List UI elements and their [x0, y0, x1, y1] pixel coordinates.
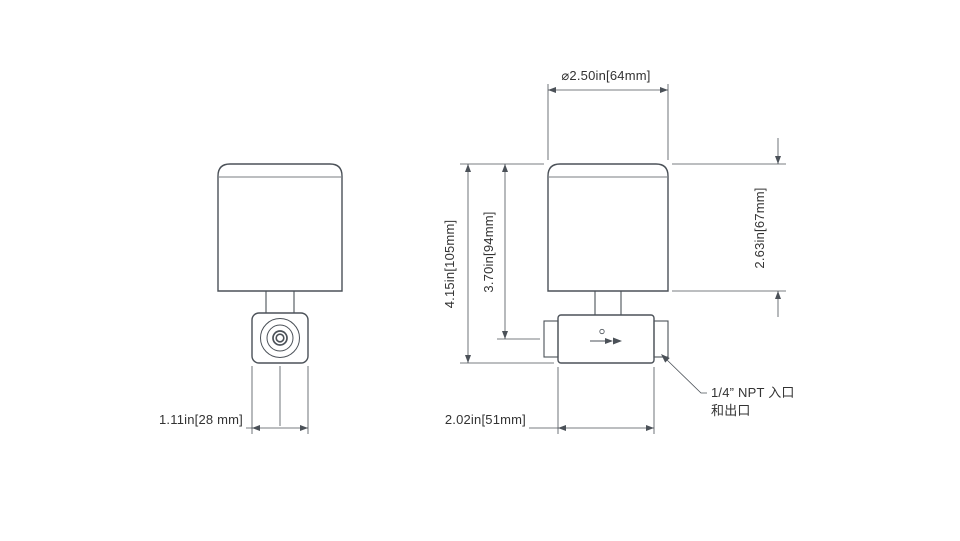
arrowhead: [660, 87, 668, 93]
leader-line: [665, 358, 707, 394]
dimension-total-height: 4.15in[105mm]: [442, 163, 554, 364]
port-outer-circle: [260, 318, 300, 358]
dimension-cap-height: 2.63in[67mm]: [672, 138, 786, 317]
dimension-front-width: 1.11in[28 mm]: [159, 366, 309, 434]
flow-arrow-head-icon: [605, 338, 613, 344]
valve-front-body: [251, 312, 309, 364]
valve-end-fitting-left: [543, 320, 559, 358]
dimension-height-to-center: 3.70in[94mm]: [481, 164, 540, 340]
dimension-label-height-to-center: 3.70in[94mm]: [481, 211, 496, 292]
arrowhead: [775, 291, 781, 299]
dimension-label-cap-height: 2.63in[67mm]: [752, 187, 767, 268]
port-inner-circle: [272, 330, 288, 346]
arrowhead: [300, 425, 308, 431]
arrowhead: [646, 425, 654, 431]
actuator-cap-outline: [217, 163, 343, 292]
arrowhead: [558, 425, 566, 431]
dimension-valve-width: 2.02in[51mm]: [445, 367, 655, 434]
arrowhead: [548, 87, 556, 93]
leader-arrowhead: [661, 354, 670, 363]
dimension-label-diameter: ⌀2.50in[64mm]: [561, 68, 650, 83]
dimension-label-total-height: 4.15in[105mm]: [442, 220, 457, 309]
side-view: [543, 163, 669, 364]
npt-callout: 1/4” NPT 入口 和出口: [661, 354, 795, 418]
npt-note-line1: 1/4” NPT 入口: [711, 385, 795, 400]
port-bore-circle: [275, 333, 285, 343]
flow-direction-symbol: [590, 328, 622, 345]
arrowhead: [502, 164, 508, 172]
flow-arrow-head-icon: [613, 337, 622, 345]
valve-end-fitting-right: [653, 320, 669, 358]
degree-mark-icon: [599, 328, 605, 335]
front-view: [217, 163, 343, 426]
dimension-label-front-width: 1.11in[28 mm]: [159, 412, 243, 427]
arrowhead: [465, 164, 471, 172]
actuator-cap-outline: [547, 163, 669, 292]
npt-note-line2: 和出口: [711, 403, 751, 418]
arrowhead: [775, 156, 781, 164]
arrowhead: [252, 425, 260, 431]
arrowhead: [502, 331, 508, 339]
dimension-diameter: ⌀2.50in[64mm]: [547, 68, 669, 160]
port-middle-circle: [266, 324, 294, 352]
dimension-label-valve-width: 2.02in[51mm]: [445, 412, 526, 427]
arrowhead: [465, 355, 471, 363]
